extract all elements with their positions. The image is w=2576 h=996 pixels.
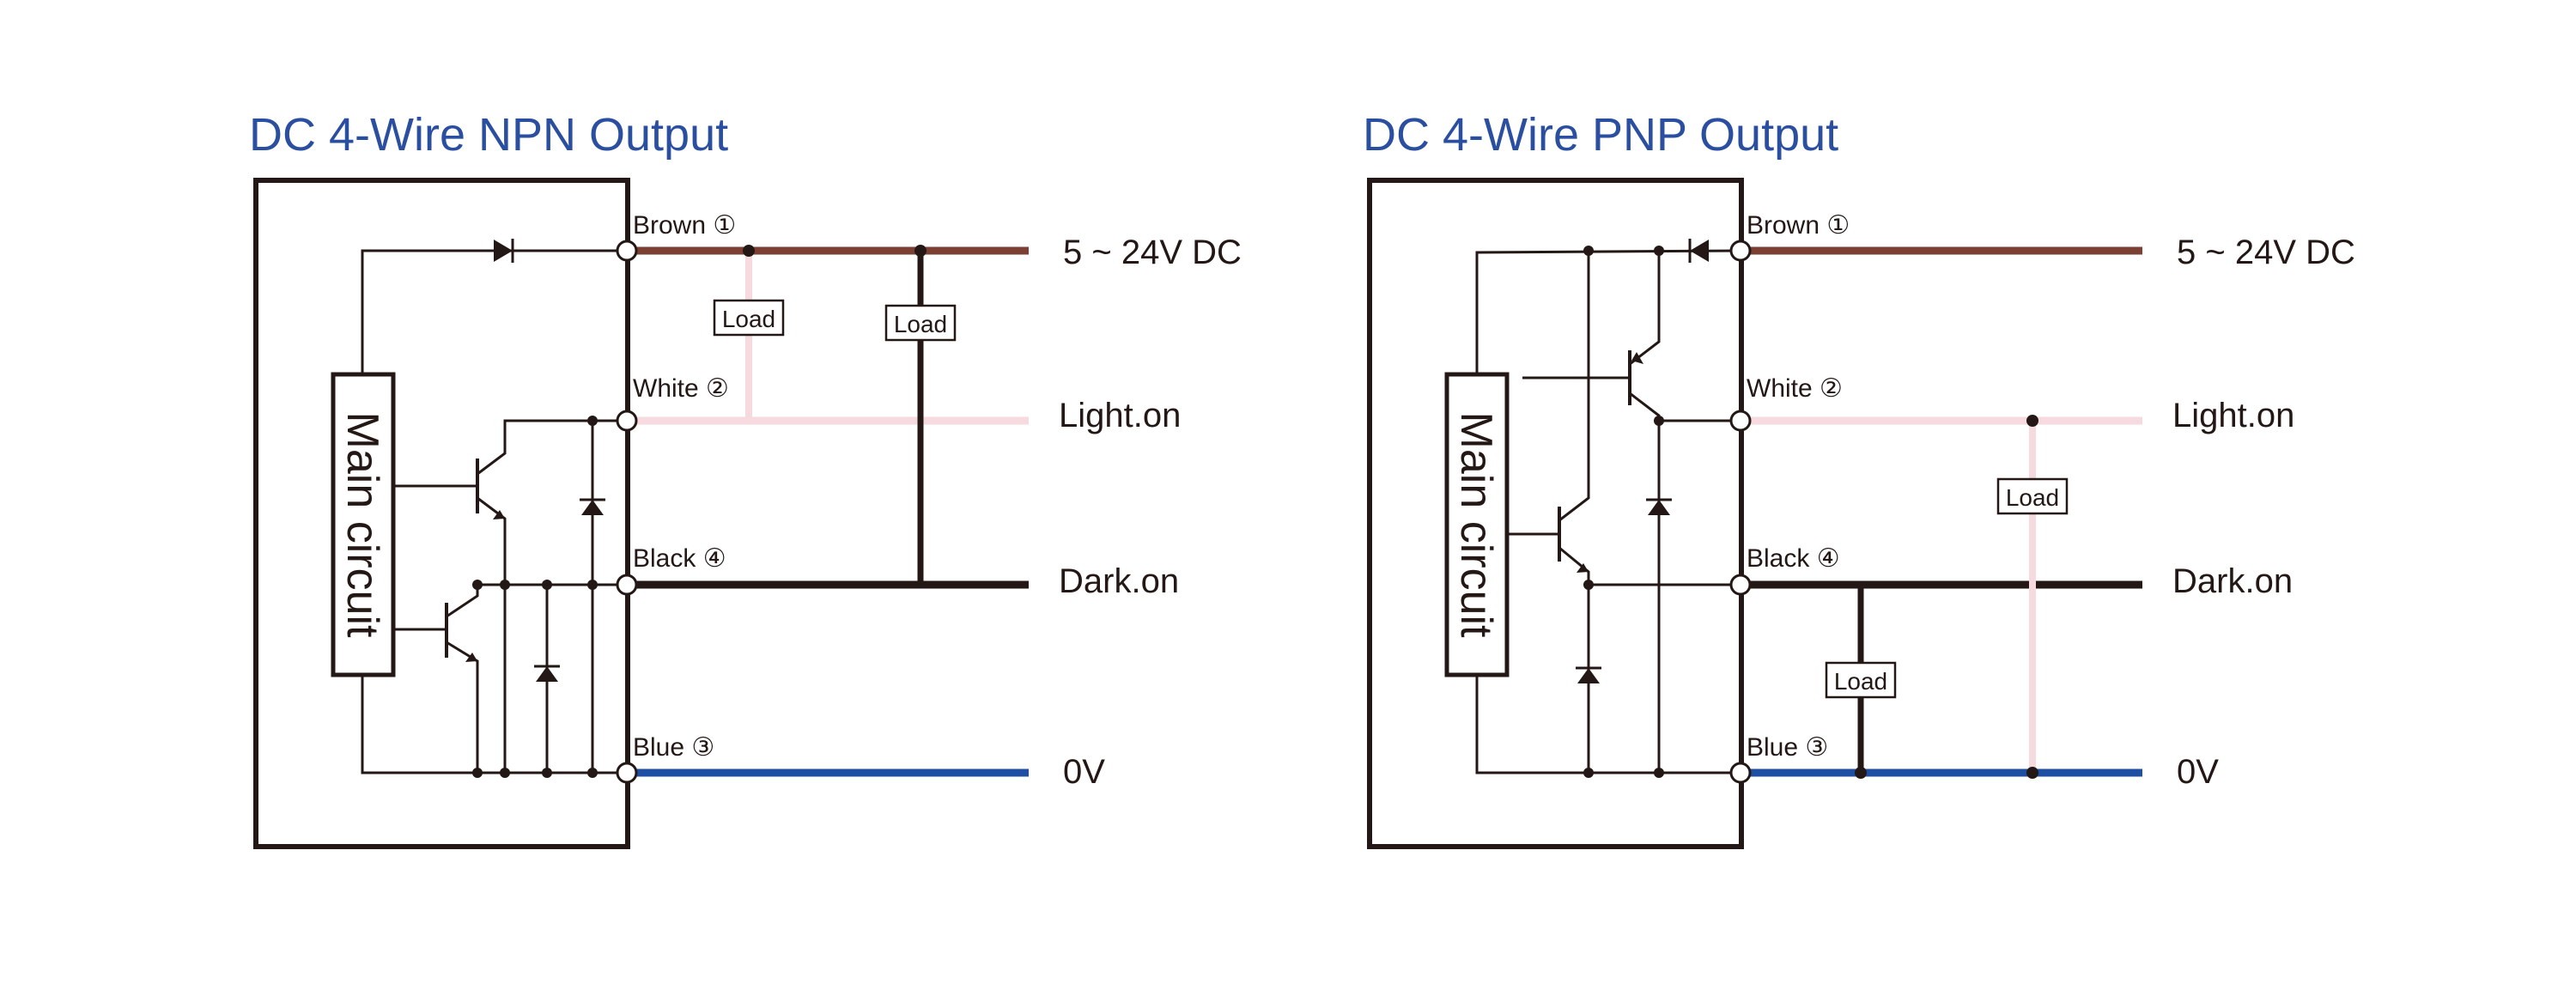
pnp-load-box: Load [1825, 661, 1897, 699]
npn-terminals [616, 240, 638, 784]
npn-internal-circuit [331, 239, 627, 774]
pnp-circuit-dots [1583, 246, 1664, 778]
pnp-load-label: Load [2006, 484, 2059, 511]
npn-blue-label: Blue ③ [633, 733, 714, 762]
npn-main-circuit-label: Main circuit [337, 412, 387, 638]
npn-white-label: White ② [633, 374, 729, 403]
pnp-blue-label: Blue ③ [1747, 733, 1828, 762]
pnp-junction-dot [2026, 767, 2038, 779]
npn-load-box: Load [713, 299, 785, 337]
pnp-junction-dot [2026, 415, 2038, 427]
npn-circuit-dots [472, 416, 598, 778]
npn-title: DC 4-Wire NPN Output [249, 109, 728, 161]
npn-black-label: Black ④ [633, 544, 726, 573]
pnp-supply-label: 5 ~ 24V DC [2177, 234, 2355, 271]
npn-zero-v-label: 0V [1063, 753, 1105, 791]
pnp-junction-dot [1855, 767, 1867, 779]
npn-junction-dot [743, 245, 755, 257]
npn-supply-label: 5 ~ 24V DC [1063, 234, 1242, 271]
pnp-light-on-label: Light.on [2172, 397, 2294, 434]
pnp-zero-v-label: 0V [2177, 753, 2219, 791]
pnp-panel: DC 4-Wire PNP Output Load Load Brown ① W… [1363, 109, 2355, 849]
pnp-terminals [1729, 240, 1752, 784]
pnp-title: DC 4-Wire PNP Output [1363, 109, 1838, 161]
pnp-internal-circuit [1444, 239, 1741, 774]
pnp-sensor-housing [1367, 178, 1744, 849]
npn-panel: DC 4-Wire NPN Output Load Load Brown ① W… [249, 109, 1242, 849]
npn-light-on-label: Light.on [1059, 397, 1181, 434]
pnp-brown-label: Brown ① [1747, 211, 1850, 240]
pnp-black-label: Black ④ [1747, 544, 1840, 573]
npn-brown-label: Brown ① [633, 211, 736, 240]
pnp-load-label: Load [1834, 668, 1887, 695]
npn-junction-dot [914, 245, 927, 257]
pnp-main-circuit-label: Main circuit [1451, 412, 1501, 638]
pnp-white-label: White ② [1747, 374, 1843, 403]
npn-sensor-housing [253, 178, 630, 849]
pnp-dark-on-label: Dark.on [2172, 562, 2293, 600]
npn-load-box: Load [884, 304, 957, 342]
npn-load-label: Load [722, 306, 775, 332]
pnp-load-box: Load [1996, 477, 2069, 515]
npn-load-label: Load [894, 311, 947, 337]
npn-dark-on-label: Dark.on [1059, 562, 1179, 600]
